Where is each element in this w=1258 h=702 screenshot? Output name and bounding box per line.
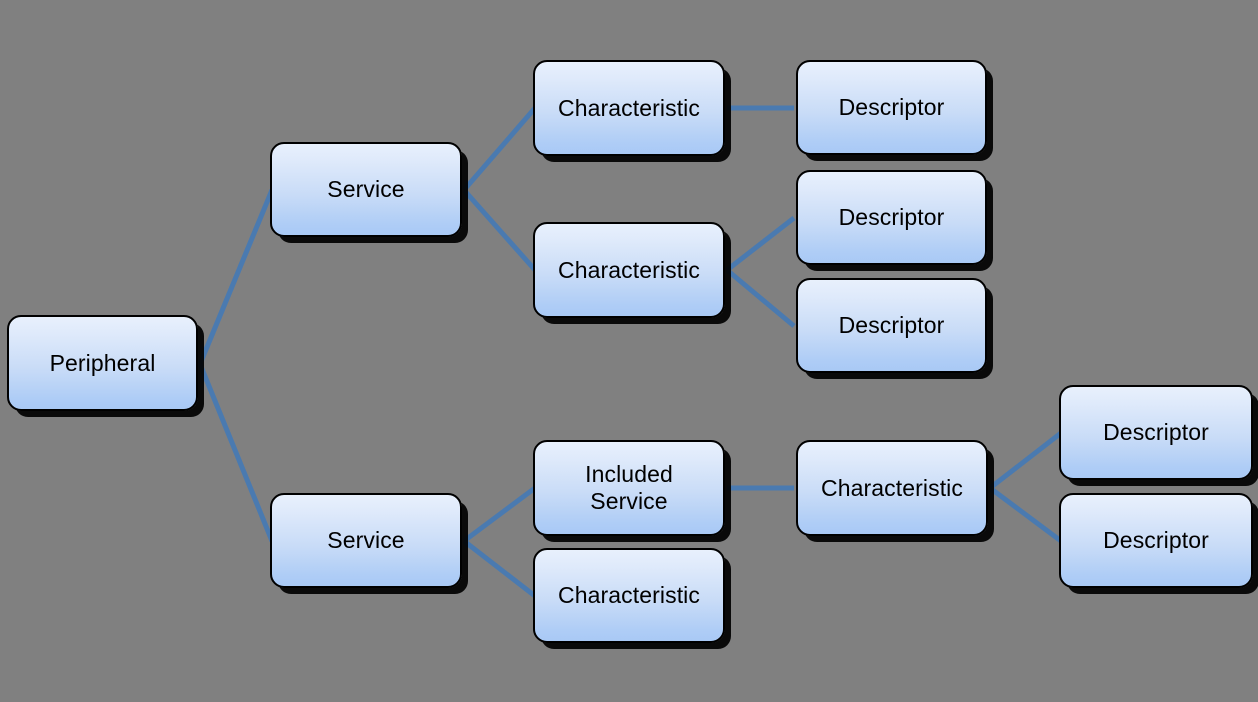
edge-peripheral-service-top <box>197 189 275 365</box>
edge-peripheral-service-bottom <box>197 363 275 542</box>
node-char-4[interactable]: Characteristic <box>796 440 988 536</box>
node-label-service-bottom: Service <box>327 527 405 554</box>
node-desc-4[interactable]: Descriptor <box>1059 385 1253 480</box>
edge-char-4-desc-4 <box>988 431 1063 490</box>
node-char-1[interactable]: Characteristic <box>533 60 725 156</box>
edge-service-bottom-included <box>462 485 537 544</box>
node-label-desc-4: Descriptor <box>1103 419 1209 446</box>
edge-char-2-desc-3 <box>725 268 796 328</box>
edge-service-top-char-2 <box>462 188 537 272</box>
node-label-included-service: Included Service <box>585 461 673 514</box>
node-char-3[interactable]: Characteristic <box>533 548 725 643</box>
node-label-desc-3: Descriptor <box>838 312 945 339</box>
node-label-char-4: Characteristic <box>821 474 963 501</box>
node-desc-5[interactable]: Descriptor <box>1059 493 1253 588</box>
node-label-char-2: Characteristic <box>558 256 700 283</box>
node-peripheral[interactable]: Peripheral <box>7 315 198 411</box>
node-label-char-1: Characteristic <box>558 94 700 121</box>
node-included-service[interactable]: Included Service <box>533 440 725 536</box>
node-label-peripheral: Peripheral <box>49 349 156 376</box>
node-service-bottom[interactable]: Service <box>270 493 462 588</box>
node-char-2[interactable]: Characteristic <box>533 222 725 318</box>
node-service-top[interactable]: Service <box>270 142 462 237</box>
node-label-desc-2: Descriptor <box>838 204 945 231</box>
node-desc-3[interactable]: Descriptor <box>796 278 987 373</box>
node-desc-1[interactable]: Descriptor <box>796 60 987 155</box>
node-label-service-top: Service <box>327 176 405 203</box>
node-label-desc-1: Descriptor <box>838 94 945 121</box>
edge-char-2-desc-2 <box>725 216 796 272</box>
edge-char-4-desc-5 <box>988 485 1063 544</box>
edge-service-bottom-char-3 <box>462 539 537 598</box>
node-desc-2[interactable]: Descriptor <box>796 170 987 265</box>
edge-service-top-char-1 <box>462 106 537 192</box>
node-label-char-3: Characteristic <box>558 582 700 609</box>
node-label-desc-5: Descriptor <box>1103 527 1209 554</box>
